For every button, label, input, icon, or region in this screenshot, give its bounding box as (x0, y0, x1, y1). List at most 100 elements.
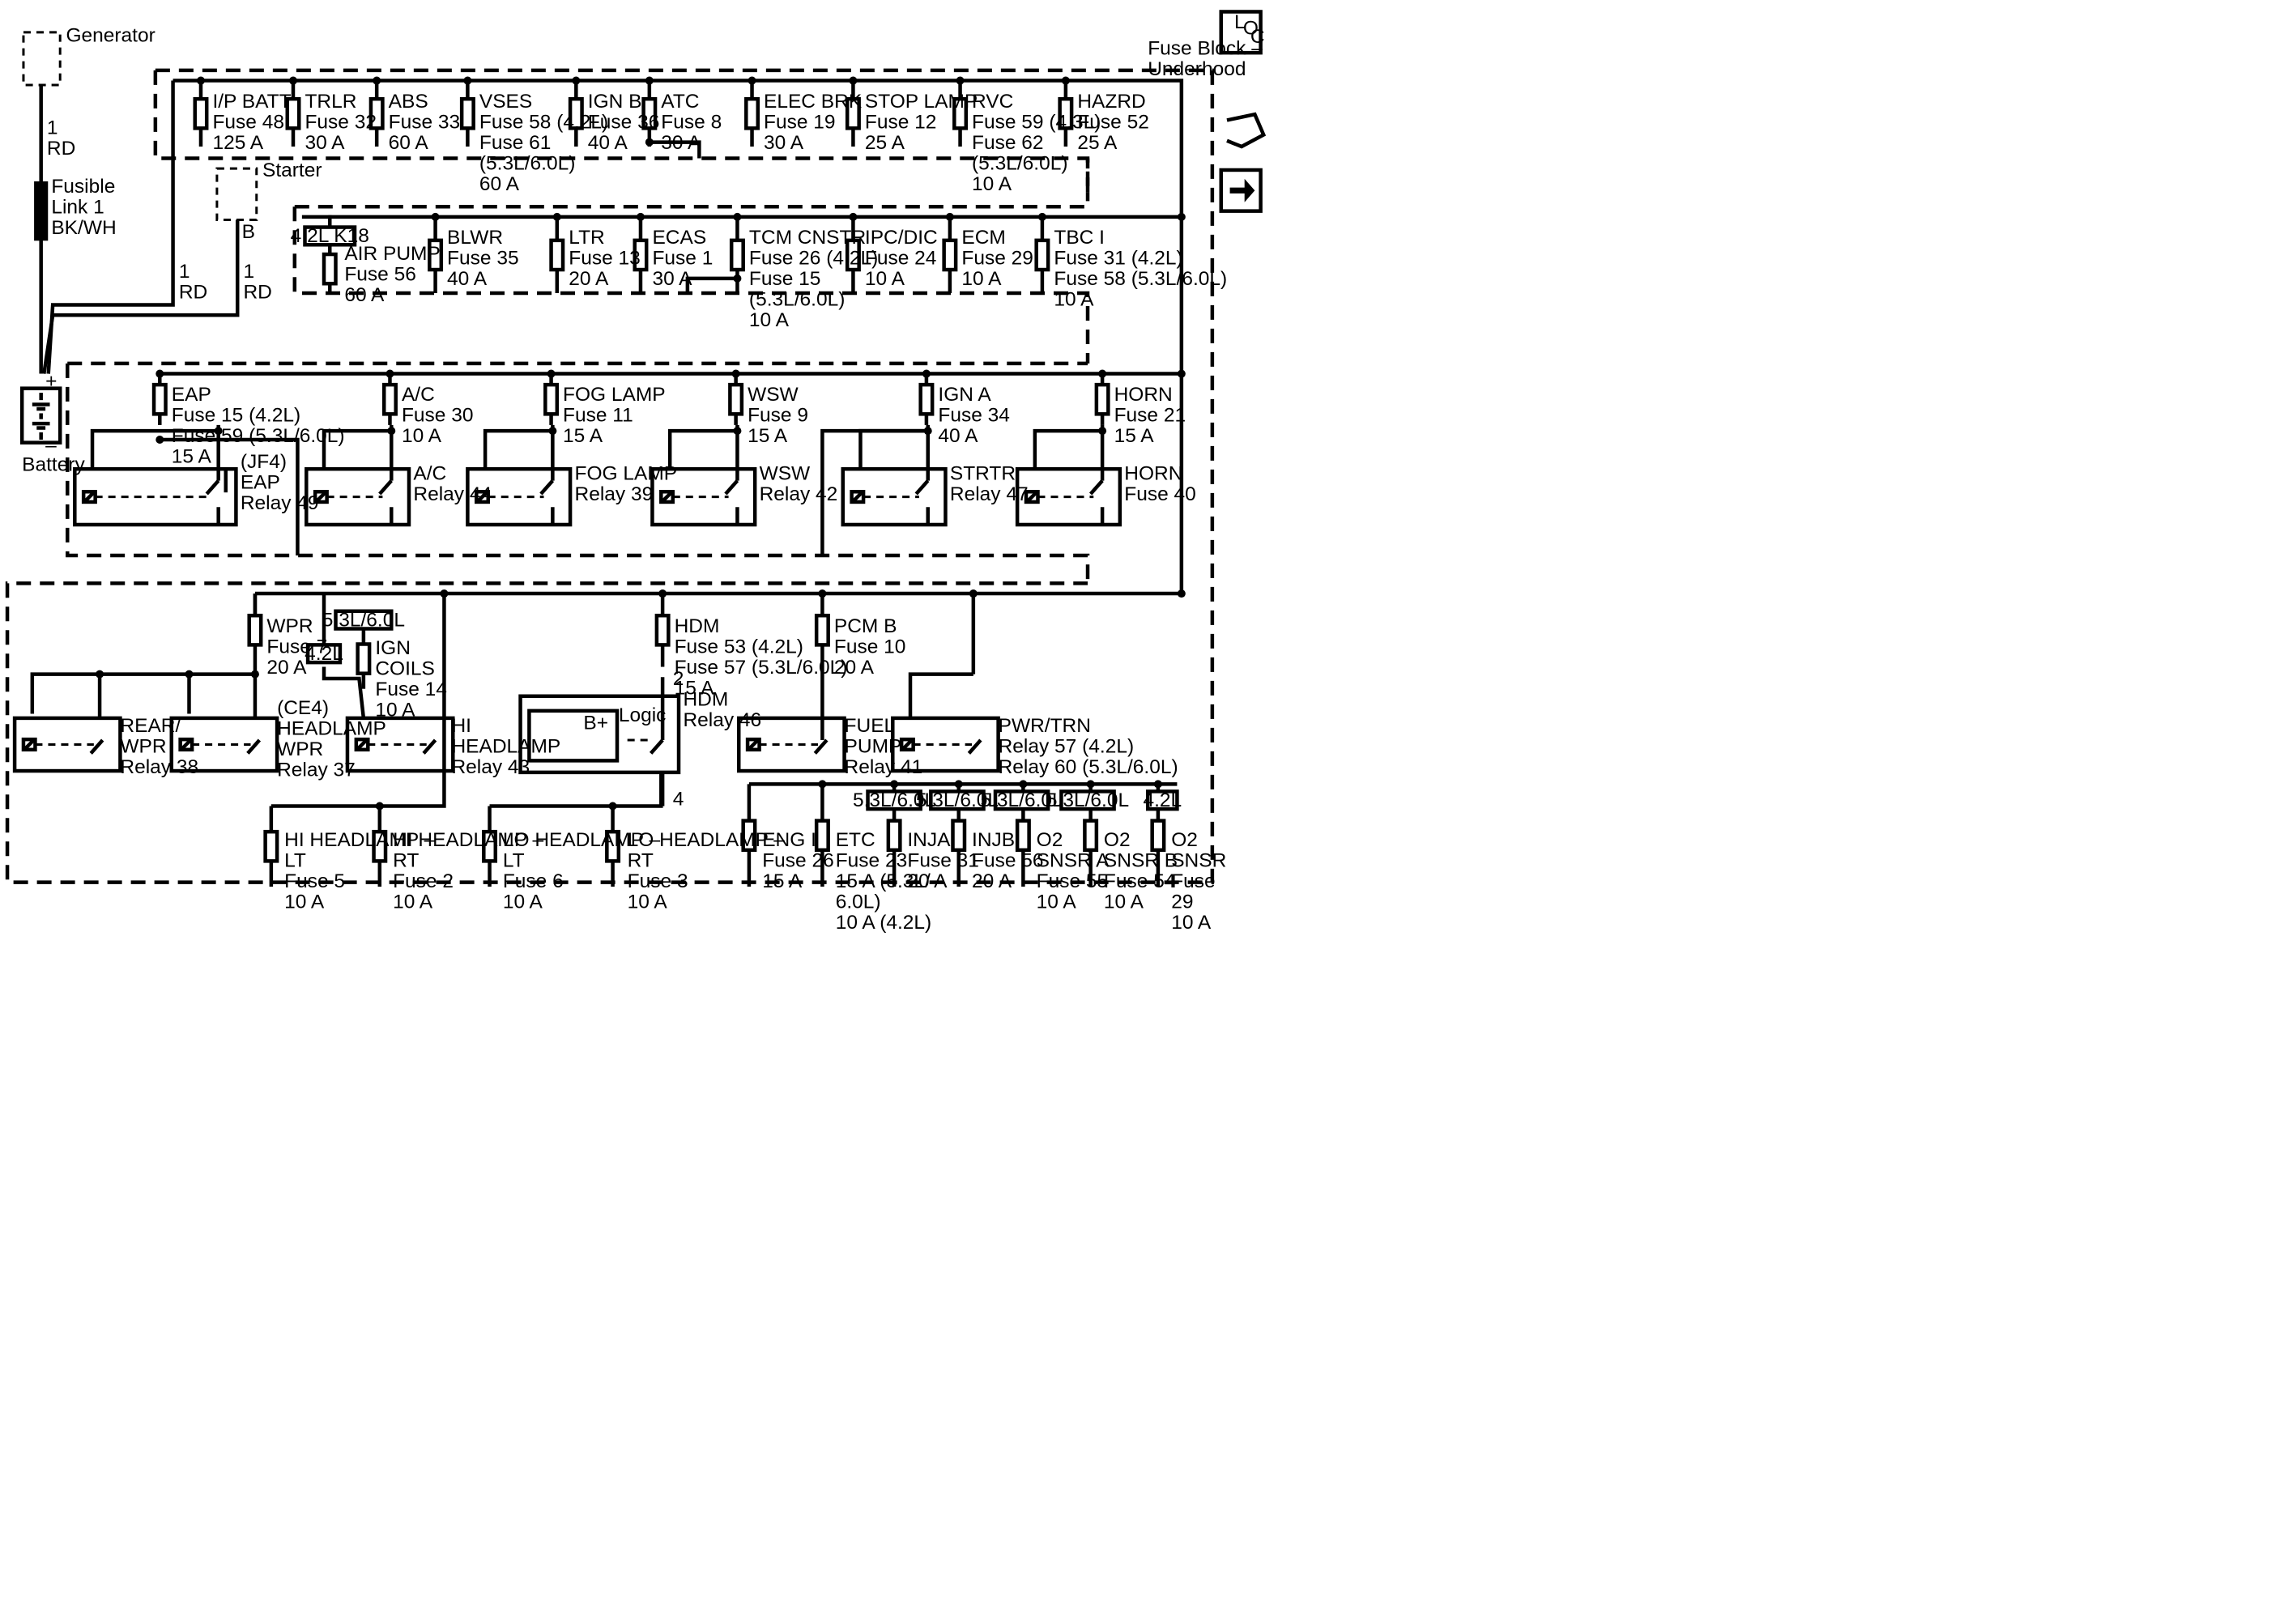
relay-row3-3-label: Relay 42 (760, 483, 838, 505)
fuse-lo-lt (482, 829, 498, 863)
fuse-lo-rt-label: Fuse 3 (628, 870, 688, 892)
fuse-hi-lt-label: LT (284, 850, 306, 872)
fuse-etc-label: ETC (836, 829, 875, 851)
wire (378, 479, 393, 496)
fuse-ign-coils-label: 10 A (375, 699, 415, 721)
fuse-wpr (247, 613, 263, 647)
relay-row3-0 (73, 466, 238, 527)
hi-headlamp-feed (270, 772, 446, 808)
relay-headlamp-wpr-label: Relay 37 (277, 760, 356, 781)
relay-rear-wpr-label: WPR (120, 735, 166, 757)
fuse-row2-4 (729, 238, 745, 272)
fuse-row2-7-label: TBC I (1054, 227, 1105, 249)
fuse-row1-3-label: 60 A (479, 173, 520, 195)
fuse-lo-lt-label: Fuse 6 (503, 870, 564, 892)
hdm-module-label: HDM (683, 688, 728, 710)
relay-row3-0-coil-slash (83, 491, 96, 503)
relay-row3-0-label: Relay 49 (241, 492, 319, 514)
bus-wire-label: 1 (179, 261, 190, 283)
fuse-row1-5-label: 30 A (661, 132, 701, 154)
fuse-row2-0-label: AIR PUMP (344, 243, 440, 265)
fuse-ign-coils (356, 642, 372, 675)
splice-dot (387, 427, 396, 436)
fuse-row3-3-label: WSW (748, 384, 799, 406)
starter (215, 167, 258, 221)
fuse-row1-2-label: 60 A (389, 132, 429, 154)
fuse-row2-6-label: ECM (961, 227, 1005, 249)
relay-pwr-trn-label: Relay 60 (5.3L/6.0L) (999, 756, 1178, 778)
fuse-row2-6 (942, 238, 958, 272)
starter-wire-label: RD (243, 281, 271, 303)
relay-headlamp-wpr-coil-slash (180, 738, 192, 751)
fuse-block-title: Underhood (1148, 58, 1246, 80)
fuse-row1-0 (193, 96, 209, 130)
fuse-row2-3-label: ECAS (652, 227, 706, 249)
relay-row3-2-label: FOG LAMP (575, 463, 678, 485)
fuse-row1-3-label: Fuse 61 (479, 132, 552, 154)
relay-row3-3-label: WSW (760, 463, 811, 485)
fuse-hi-lt-label: HI HEADLAMP – (284, 829, 435, 851)
wire (1088, 479, 1104, 496)
relay-headlamp-wpr-label: (CE4) (277, 697, 329, 719)
battery-plus: + (45, 371, 57, 393)
fuse-hi-lt (263, 829, 279, 863)
fuse-row3-4-label: Fuse 34 (938, 404, 1010, 426)
fuse-row1-6-label: 30 A (764, 132, 804, 154)
relay-row3-1-label: Relay 44 (413, 483, 492, 505)
fuse-row2-0-label: 60 A (344, 284, 385, 306)
fuse-row1-8-label: Fuse 62 (972, 132, 1044, 154)
fuse-row1-8-label: 10 A (972, 173, 1012, 195)
fuse-row2-4-label: Fuse 15 (749, 268, 821, 290)
atc-jumper (649, 140, 701, 159)
fuse-row1-1-label: Fuse 32 (305, 111, 377, 133)
relay-hi-headlamp-coil-slash (356, 738, 368, 751)
splice-dot (733, 427, 742, 436)
fuse-row2-7-label: Fuse 58 (5.3L/6.0L) (1054, 268, 1227, 290)
relay-row3-2-label: Relay 39 (575, 483, 654, 505)
tcm-jumper (685, 276, 738, 293)
fuse-row1-9-label: 25 A (1077, 132, 1118, 154)
starter-label: Starter (262, 160, 322, 181)
splice-dot (733, 274, 742, 283)
relay-hi-headlamp-label: HEADLAMP (451, 735, 560, 757)
bus-junction (1177, 212, 1186, 221)
option-tag-42l-label: 4.2L (305, 643, 343, 665)
fuse-o2-label: O2 (1171, 829, 1198, 851)
relay-row3-1-label: A/C (413, 463, 446, 485)
relay-hi-headlamp-label: HI (451, 715, 471, 737)
fuse-row1-5-label: ATC (661, 91, 699, 113)
bus-junction (1177, 589, 1186, 598)
splice-dot (155, 436, 164, 444)
fuse-injb-label: 20 A (972, 870, 1012, 892)
fusible-link-label: BK/WH (51, 217, 116, 239)
wire (908, 672, 973, 718)
fuse-lo-lt-label: 10 A (503, 891, 543, 913)
bus-junction (1177, 369, 1186, 378)
fuse-row2-5-label: Fuse 24 (865, 248, 937, 270)
fuse-o2b (1083, 819, 1099, 853)
fuse-eng_i-label: ENG I (762, 829, 816, 851)
wire (1033, 428, 1103, 470)
fuse-lo-rt-label: LO HEADLAMP – (628, 829, 786, 851)
fuse-row1-5-label: Fuse 8 (661, 111, 722, 133)
fuse-hdm-label: HDM (675, 615, 720, 637)
fuse-row2-6-label: Fuse 29 (961, 248, 1033, 270)
fuse-lo-lt-label: LO HEADLAMP – (503, 829, 661, 851)
fuse-row2-2-label: LTR (569, 227, 604, 249)
fuse-o2-label: SNSR (1171, 850, 1226, 872)
hdm-pin-4: 4 (673, 788, 684, 810)
right-arrow-icon (1219, 168, 1263, 213)
fuse-row3-1-label: 10 A (402, 425, 442, 447)
fuse-block-title: Fuse Block – (1148, 38, 1263, 60)
fuse-row3-3-label: 15 A (748, 425, 788, 447)
fuse-row2-7-label: Fuse 31 (4.2L) (1054, 248, 1182, 270)
hdm-logic-label: Logic (619, 704, 667, 726)
fuse-hdm-label: 15 A (675, 677, 715, 699)
relay-row3-3-coil-slash (661, 491, 673, 503)
fuse-o2b-label: Fuse 54 (1104, 870, 1176, 892)
fuse-ign-coils-label: COILS (375, 657, 435, 679)
fuse-hi-rt-label: 10 A (393, 891, 433, 913)
fuse-row1-6 (744, 96, 760, 130)
fuse-o2-label: 10 A (1171, 912, 1212, 934)
